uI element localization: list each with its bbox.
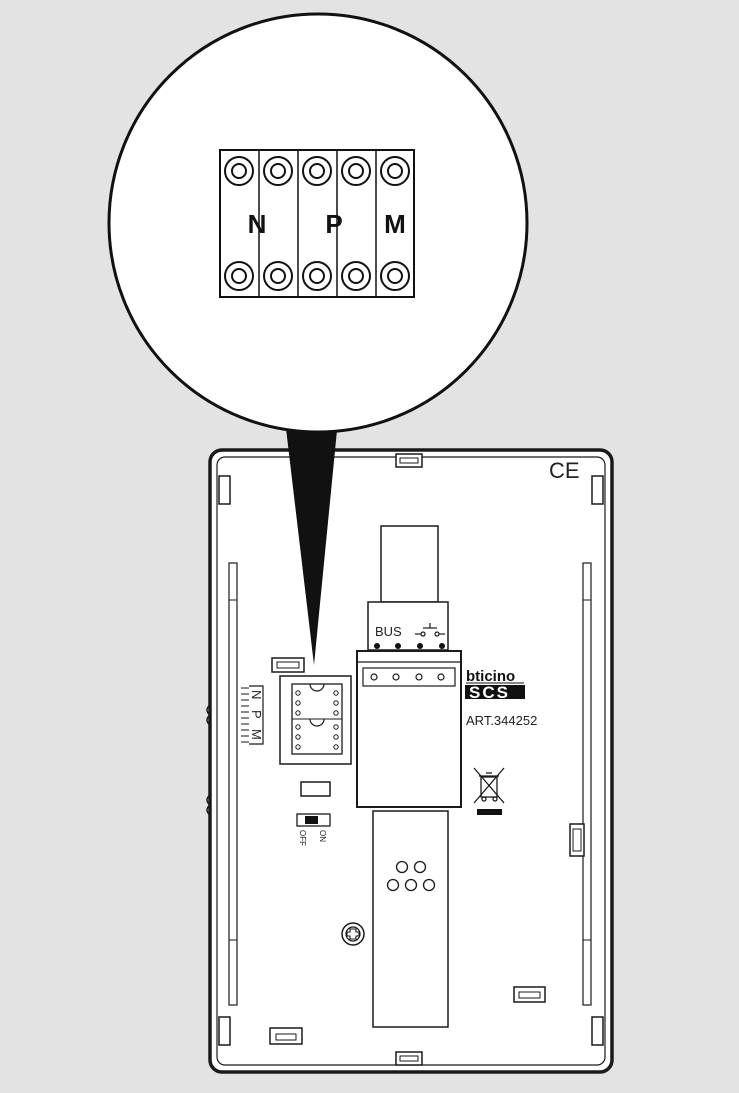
- weee-bar: [477, 809, 502, 815]
- svg-text:N: N: [249, 690, 264, 699]
- right-rail: [582, 562, 592, 1006]
- left-rail: [228, 562, 238, 1006]
- bottom-left-clip: [269, 1027, 303, 1045]
- screw-icon: [341, 922, 365, 946]
- terminal-screws-bottom: [224, 261, 410, 291]
- article-number: ART.344252: [466, 713, 537, 728]
- top-clip-inner: [399, 457, 419, 464]
- bottom-clip-inner: [399, 1055, 419, 1062]
- corner-clip-top-left: [218, 475, 231, 505]
- socket-pins: [295, 690, 339, 750]
- bottom-clip: [395, 1051, 423, 1066]
- speaker-plate: [372, 810, 449, 1028]
- microphone-holes: [386, 860, 436, 892]
- svg-text:P: P: [249, 710, 264, 719]
- svg-text:SCS: SCS: [469, 683, 510, 702]
- svg-text:M: M: [249, 729, 264, 740]
- svg-text:OFF: OFF: [298, 830, 307, 846]
- ce-mark: CE: [549, 458, 580, 483]
- on-off-switch: OFF ON: [296, 813, 331, 846]
- bticino-logo: bticino SCS: [465, 668, 525, 702]
- pushbutton-symbol-icon: [415, 623, 445, 637]
- device-back-panel: CE BUS bticino SCS AR: [206, 448, 614, 1074]
- corner-clip-bottom-left: [218, 1016, 231, 1046]
- svg-text:ON: ON: [318, 830, 327, 842]
- weee-bin-icon: [473, 767, 505, 804]
- indicator-window: [300, 781, 331, 797]
- left-side-bumps: [206, 704, 212, 816]
- callout-pointer: [285, 420, 338, 665]
- small-npm-labels: N P M: [241, 685, 264, 745]
- zoomed-terminal-block: N P M: [219, 149, 415, 298]
- terminal-label-m: M: [384, 209, 406, 239]
- module-terminal-strip: [362, 667, 456, 687]
- bus-terminal-block: [367, 601, 449, 651]
- bus-label: BUS: [375, 624, 402, 639]
- corner-clip-top-right: [591, 475, 604, 505]
- svg-text:bticino: bticino: [466, 668, 515, 685]
- corner-clip-bottom-right: [591, 1016, 604, 1046]
- terminal-label-p: P: [325, 209, 342, 239]
- terminal-label-n: N: [248, 209, 267, 239]
- bus-cable-channel: [380, 525, 439, 603]
- top-clip: [395, 453, 423, 468]
- terminal-screws-top: [224, 156, 410, 186]
